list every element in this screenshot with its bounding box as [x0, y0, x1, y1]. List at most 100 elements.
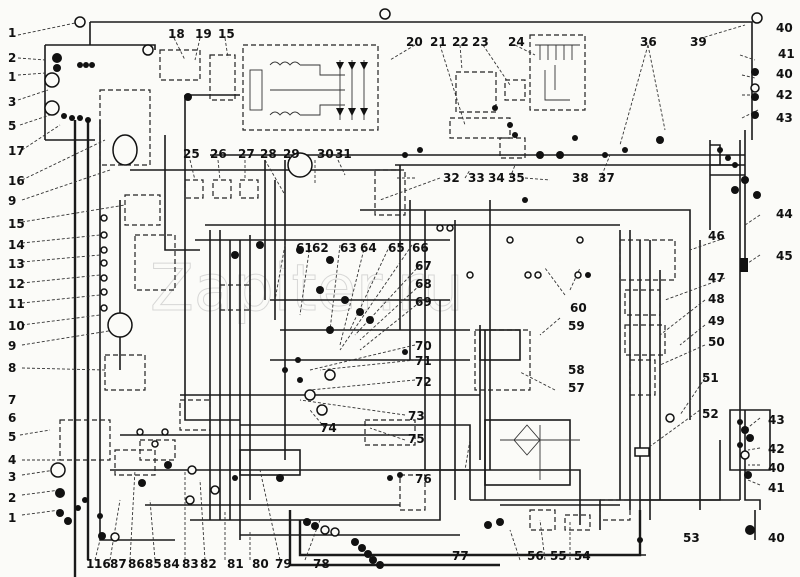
label-72: 72 [415, 375, 432, 389]
label-26: 26 [210, 147, 227, 161]
label-59: 59 [568, 319, 585, 333]
label-7: 7 [8, 393, 16, 407]
label-27: 27 [238, 147, 255, 161]
label-40: 40 [776, 67, 793, 81]
box-58-inner [479, 329, 521, 361]
lamp-front-icon [142, 44, 154, 56]
label-35: 35 [508, 171, 525, 185]
label-29: 29 [283, 147, 300, 161]
generator-20 [249, 60, 368, 120]
label-52: 52 [702, 407, 719, 421]
label-1: 1 [8, 26, 16, 40]
label-31: 31 [335, 147, 352, 161]
lamp-40-icon [751, 12, 763, 24]
label-81: 81 [227, 557, 244, 571]
label-83: 83 [182, 557, 199, 571]
label-55: 55 [550, 549, 567, 563]
box-25 [184, 179, 204, 199]
label-70: 70 [415, 339, 432, 353]
label-10: 10 [8, 319, 25, 333]
label-2: 2 [8, 51, 16, 65]
label-42: 42 [768, 442, 785, 456]
label-79: 79 [275, 557, 292, 571]
label-86: 86 [128, 557, 145, 571]
label-60: 60 [570, 301, 587, 315]
label-15: 15 [8, 217, 25, 231]
label-4: 4 [8, 453, 16, 467]
box-5 [59, 419, 111, 461]
label-38: 38 [572, 171, 589, 185]
box-54 [564, 514, 591, 531]
box-56 [529, 509, 556, 531]
label-8: 8 [8, 361, 16, 375]
connector-45-icon [740, 258, 748, 272]
label-45: 45 [776, 249, 793, 263]
label-56: 56 [527, 549, 544, 563]
label-85: 85 [145, 557, 162, 571]
box-75 [364, 419, 416, 446]
label-16: 16 [8, 174, 25, 188]
label-73: 73 [408, 409, 425, 423]
headlamp-3-icon [44, 72, 60, 88]
label-44: 44 [776, 207, 793, 221]
label-51: 51 [702, 371, 719, 385]
box-23 [504, 79, 526, 101]
label-78: 78 [313, 557, 330, 571]
box-82 [179, 399, 211, 431]
label-39: 39 [690, 35, 707, 49]
box-21 [449, 117, 511, 139]
label-3: 3 [8, 95, 16, 109]
label-68: 68 [415, 277, 432, 291]
sender-52-icon [634, 447, 650, 457]
label-2: 2 [8, 491, 16, 505]
box-50 [629, 359, 656, 396]
label-25: 25 [183, 147, 200, 161]
label-40: 40 [768, 531, 785, 545]
label-24: 24 [508, 35, 525, 49]
box-mid [219, 284, 251, 311]
label-1: 1 [8, 70, 16, 84]
label-16: 16 [94, 557, 111, 571]
label-20: 20 [406, 35, 423, 49]
label-37: 37 [598, 171, 615, 185]
label-21: 21 [430, 35, 447, 49]
label-9: 9 [8, 339, 16, 353]
label-33: 33 [468, 171, 485, 185]
label-5: 5 [8, 119, 16, 133]
watermark: Zapiter.ru [150, 252, 464, 326]
relay-24 [535, 44, 580, 101]
label-23: 23 [472, 35, 489, 49]
leader-lines [17, 21, 761, 561]
box-20-generator [242, 44, 379, 131]
label-84: 84 [163, 557, 180, 571]
label-76: 76 [415, 472, 432, 486]
label-67: 67 [415, 259, 432, 273]
label-64: 64 [360, 241, 377, 255]
box-18 [159, 49, 201, 81]
label-65: 65 [388, 241, 405, 255]
label-28: 28 [260, 147, 277, 161]
label-63: 63 [340, 241, 357, 255]
label-11: 11 [8, 297, 25, 311]
labels: 1 2 1 3 5 17 16 9 15 14 13 12 11 10 9 8 … [8, 21, 795, 571]
label-75: 75 [408, 432, 425, 446]
label-53: 53 [683, 531, 700, 545]
label-87: 87 [110, 557, 127, 571]
lamp-1-icon [74, 16, 86, 28]
box-48 [624, 324, 666, 356]
label-5: 5 [8, 430, 16, 444]
label-77: 77 [452, 549, 469, 563]
box-76 [399, 474, 426, 511]
label-41: 41 [778, 47, 795, 61]
label-3: 3 [8, 470, 16, 484]
box-27 [239, 179, 259, 199]
label-47: 47 [708, 271, 725, 285]
headlamp-5-icon [44, 100, 60, 116]
box-15b [124, 194, 161, 226]
label-43: 43 [768, 413, 785, 427]
label-32: 32 [443, 171, 460, 185]
main-wiring [44, 21, 771, 577]
label-17: 17 [8, 144, 25, 158]
label-40: 40 [768, 461, 785, 475]
